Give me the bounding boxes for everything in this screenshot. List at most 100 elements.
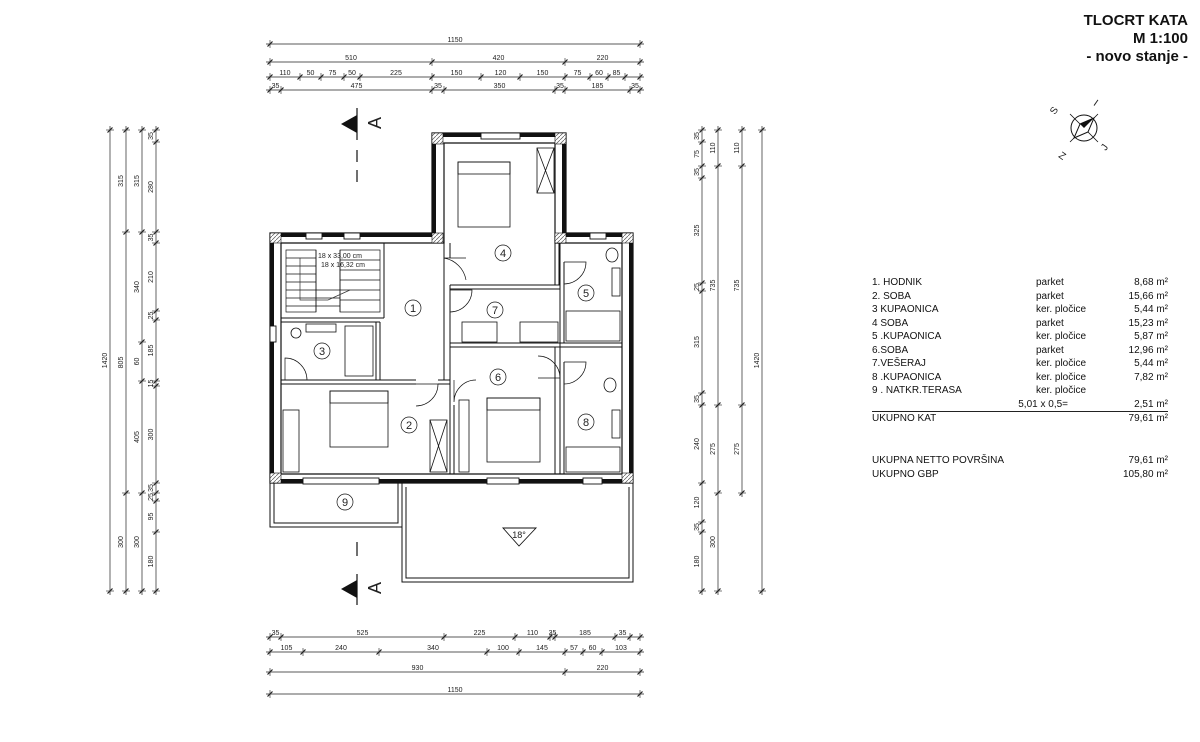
dimension-label: 275 — [734, 443, 741, 455]
dimension-label: 340 — [427, 645, 439, 652]
dimension-tick — [699, 402, 705, 408]
dimension-label: 25 — [148, 312, 155, 320]
dimension-tick — [627, 87, 633, 93]
dimension-tick — [267, 41, 273, 47]
dimension-tick — [699, 127, 705, 133]
dimension-tick — [580, 649, 586, 655]
dimension-label: 35 — [694, 523, 701, 531]
compass-i: I — [1091, 98, 1100, 109]
dimension-tick — [267, 669, 273, 675]
room-area — [1106, 384, 1168, 398]
dimension-tick — [107, 127, 113, 133]
dimension-tick — [699, 519, 705, 525]
gross-area-value: 105,80 m² — [1122, 468, 1168, 480]
room-number-2: 2 — [406, 420, 412, 432]
dimension-tick — [139, 588, 145, 594]
dimension-label: 735 — [734, 280, 741, 292]
dimension-tick — [715, 402, 721, 408]
dimension-tick — [123, 588, 129, 594]
dimension-tick — [123, 490, 129, 496]
room-finish: ker. pločice — [1036, 358, 1087, 369]
dimension-label: 150 — [451, 70, 463, 77]
dimension-tick — [512, 634, 518, 640]
dimension-tick — [699, 139, 705, 145]
dimension-tick — [153, 127, 159, 133]
dimension-tick — [562, 649, 568, 655]
dimension-tick — [699, 280, 705, 286]
dimension-tick — [278, 87, 284, 93]
dimension-tick — [484, 649, 490, 655]
dimension-label: 280 — [148, 181, 155, 193]
dimension-tick — [153, 588, 159, 594]
dimension-label: 35 — [272, 630, 280, 637]
dimension-tick — [552, 634, 558, 640]
room-number-8: 8 — [583, 417, 589, 429]
dimension-label: 525 — [357, 630, 369, 637]
gross-area-label: UKUPNO GBP — [872, 468, 939, 480]
dimension-tick — [715, 163, 721, 169]
dimension-tick — [267, 74, 273, 80]
dimension-tick — [153, 308, 159, 314]
dimension-label: 1420 — [754, 353, 761, 369]
dimension-label: 60 — [589, 645, 597, 652]
dimension-tick — [107, 588, 113, 594]
room-number-9: 9 — [342, 497, 348, 509]
dimension-tick — [699, 288, 705, 294]
dimension-tick — [637, 59, 643, 65]
dimension-label: 50 — [307, 70, 315, 77]
section-label-bottom: A — [365, 582, 385, 594]
dimension-label: 35 — [694, 395, 701, 403]
room-area: 7,82 m² — [1134, 371, 1168, 383]
room-finish: ker. pločice — [1036, 331, 1087, 342]
dimension-tick — [637, 691, 643, 697]
wall-fill — [270, 133, 633, 483]
dimension-label: 75 — [329, 70, 337, 77]
compass-s: S — [1048, 105, 1061, 117]
dimension-label: 35 — [631, 83, 639, 90]
dimension-tick — [429, 59, 435, 65]
room-name: 6.SOBA — [872, 344, 909, 356]
room-finish: parket — [1036, 317, 1064, 329]
room-number-5: 5 — [583, 288, 589, 300]
compass-z: Z — [1056, 150, 1067, 163]
section-label-top: A — [365, 117, 385, 129]
dimension-label: 510 — [345, 55, 357, 62]
room-labels — [313, 244, 595, 511]
room-area: 8,68 m² — [1134, 277, 1168, 288]
dimension-label: 300 — [118, 536, 125, 548]
dimension-tick — [739, 163, 745, 169]
dimension-label: 35 — [694, 168, 701, 176]
roof-slope-marker: 18° — [501, 527, 538, 547]
dimension-tick — [637, 649, 643, 655]
net-area-value: 79,61 m² — [1128, 455, 1168, 466]
dimension-tick — [517, 74, 523, 80]
dimension-label: 1420 — [102, 353, 109, 369]
dimension-tick — [153, 240, 159, 246]
terrace-formula: 5,01 x 0,5= — [1018, 398, 1068, 410]
doors — [284, 257, 587, 407]
room-name: 2. SOBA — [872, 290, 911, 302]
room-name: 3 KUPAONICA — [872, 304, 939, 315]
dimension-tick — [612, 634, 618, 640]
dimension-label: 185 — [592, 83, 604, 90]
dimension-label: 315 — [694, 336, 701, 348]
room-area: 15,23 m² — [1128, 317, 1168, 329]
dimension-tick — [622, 74, 628, 80]
dimension-label: 25 — [148, 493, 155, 501]
room-name: 7.VEŠERAJ — [872, 358, 926, 369]
dimension-tick — [587, 74, 593, 80]
dimension-tick — [318, 74, 324, 80]
dimension-label: 350 — [494, 83, 506, 90]
dimension-tick — [139, 490, 145, 496]
room-name: 9 . NATKR.TERASA — [872, 385, 962, 396]
dimension-tick — [478, 74, 484, 80]
room-name: 5 .KUPAONICA — [872, 331, 942, 342]
dimension-label: 35 — [556, 83, 564, 90]
